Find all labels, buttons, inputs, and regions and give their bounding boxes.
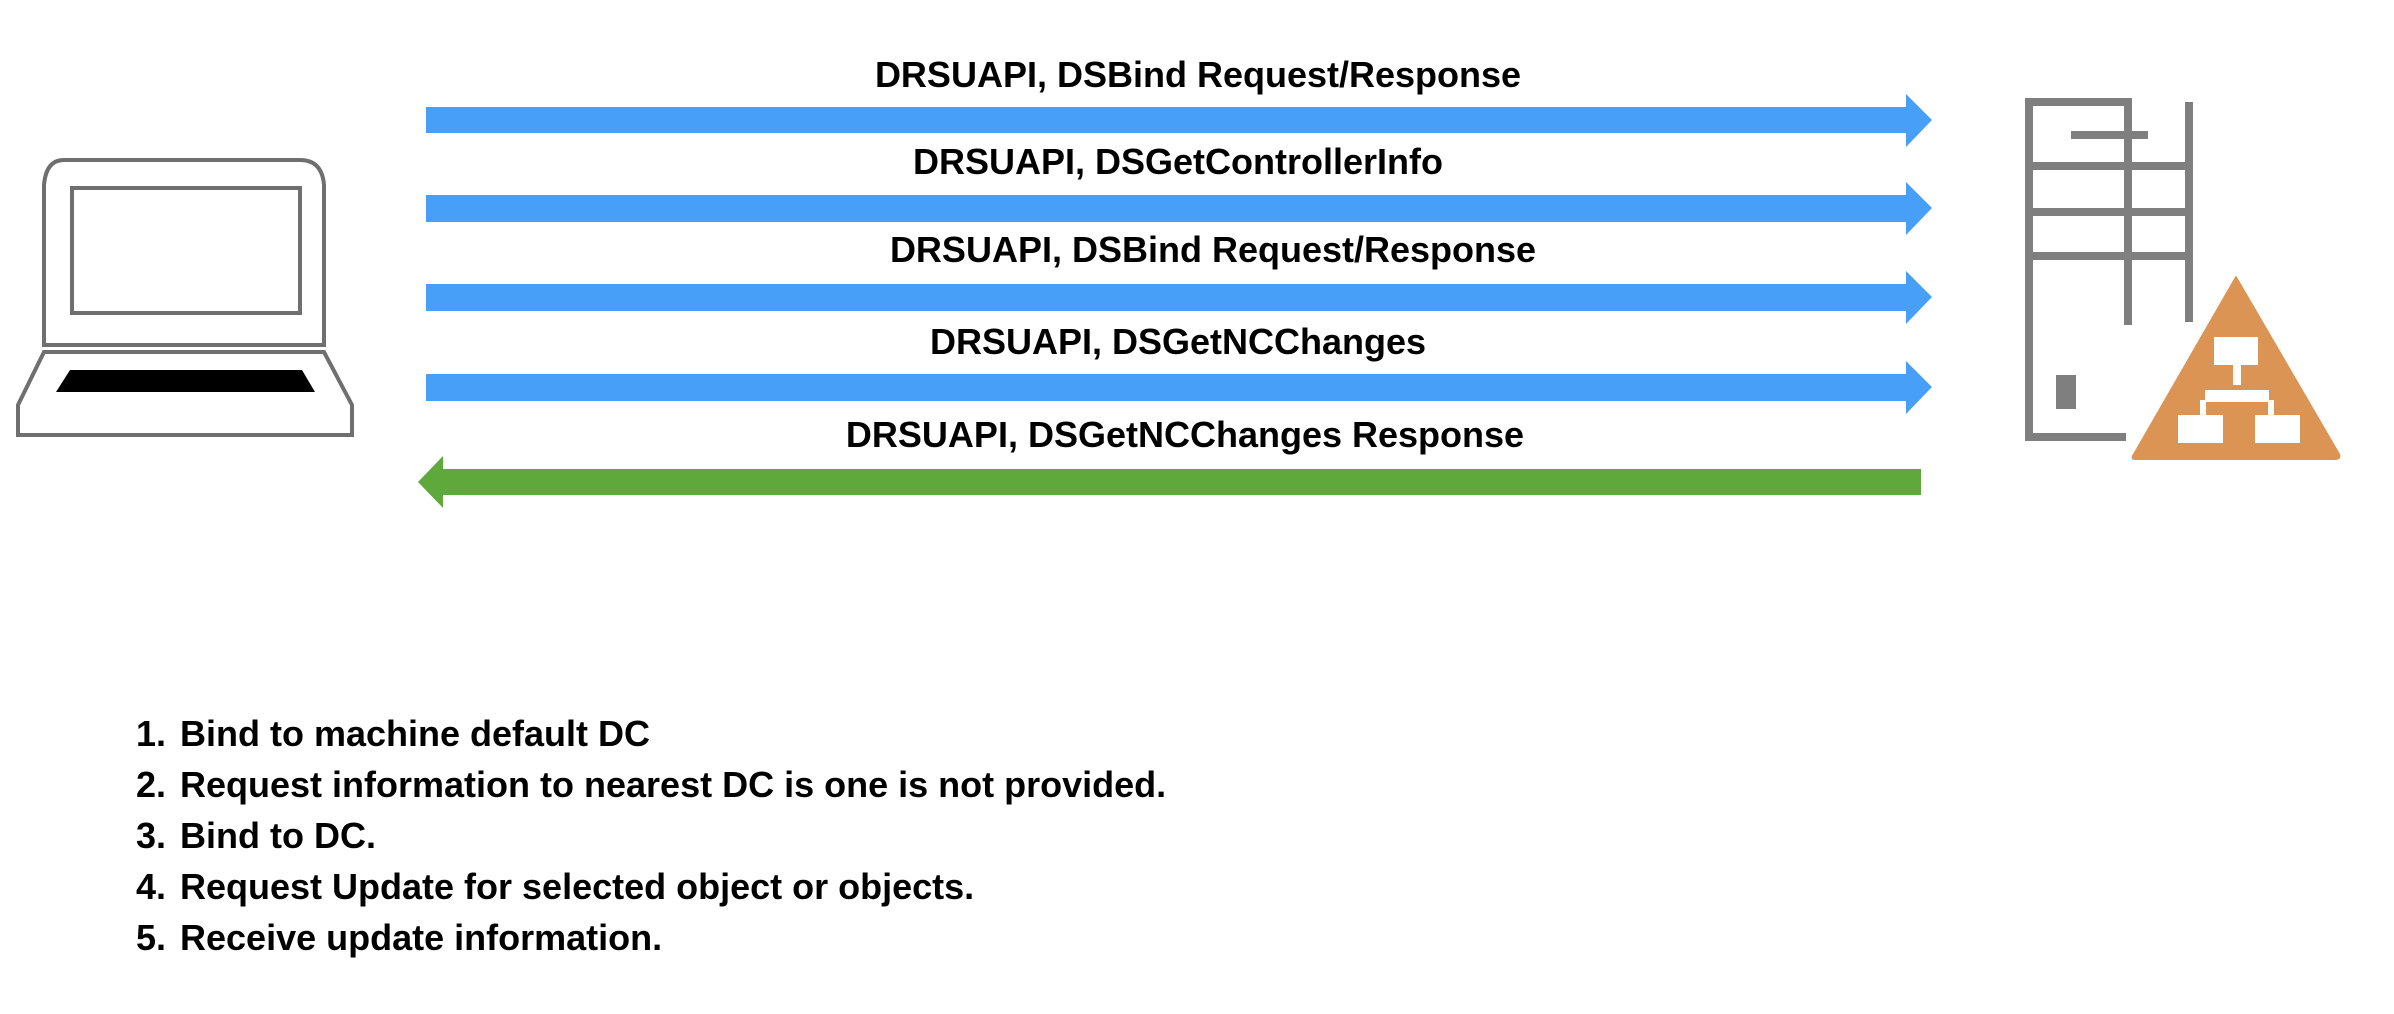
steps-list: Bind to machine default DC Request infor… <box>118 708 1166 963</box>
step-item: Receive update information. <box>176 912 1166 963</box>
arrow-message-3 <box>426 271 1932 324</box>
arrow-message-1 <box>426 94 1932 147</box>
message-label-4: DRSUAPI, DSGetNCChanges <box>930 321 1426 362</box>
step-item: Request information to nearest DC is one… <box>176 759 1166 810</box>
step-item: Request Update for selected object or ob… <box>176 861 1166 912</box>
message-label-5: DRSUAPI, DSGetNCChanges Response <box>846 414 1524 455</box>
arrow-message-2 <box>426 182 1932 235</box>
server-tower-icon <box>2025 98 2193 441</box>
step-item: Bind to DC. <box>176 810 1166 861</box>
message-label-1: DRSUAPI, DSBind Request/Response <box>875 54 1521 95</box>
active-directory-triangle-icon <box>2131 276 2341 460</box>
step-item: Bind to machine default DC <box>176 708 1166 759</box>
arrow-message-4 <box>426 361 1932 414</box>
laptop-icon <box>16 158 354 437</box>
arrow-message-5-response <box>418 456 1921 508</box>
message-label-2: DRSUAPI, DSGetControllerInfo <box>913 141 1443 182</box>
message-label-3: DRSUAPI, DSBind Request/Response <box>890 229 1536 270</box>
